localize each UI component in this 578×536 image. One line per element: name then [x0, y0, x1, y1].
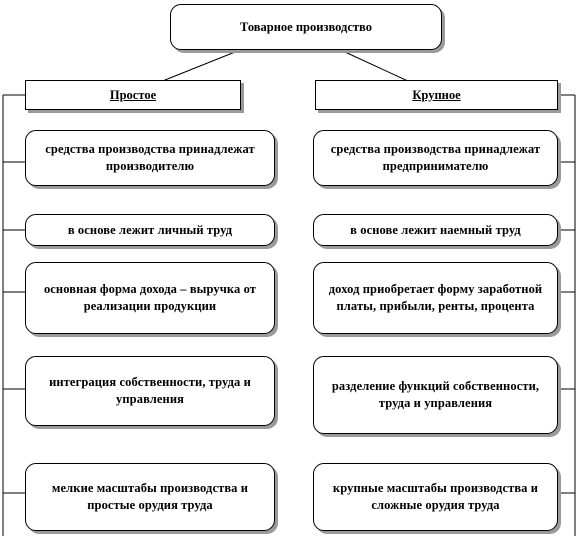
left-item-4-text: интеграция собственности, труда и управл…: [49, 375, 251, 406]
right-item-2: в основе лежит наемный труд: [313, 214, 558, 246]
left-item-3-text: основная форма дохода – выручка от реали…: [43, 282, 257, 313]
left-header-text: Простое: [109, 87, 157, 102]
right-item-1: средства производства принадлежат предпр…: [313, 130, 558, 186]
left-item-2-text: в основе лежит личный труд: [67, 222, 233, 237]
connector-title-right: [344, 51, 411, 83]
left-item-1-text: средства производства принадлежат произв…: [45, 142, 255, 173]
title-box: Товарное производство: [170, 4, 442, 50]
right-item-1-text: средства производства принадлежат предпр…: [330, 142, 541, 173]
right-item-5-text: крупные масштабы производства и сложные …: [332, 481, 539, 512]
right-header-text: Крупное: [412, 87, 461, 102]
left-header-box: Простое: [25, 80, 241, 110]
right-header-box: Крупное: [315, 80, 558, 110]
left-item-4: интеграция собственности, труда и управл…: [25, 356, 275, 426]
connector-title-left: [159, 51, 236, 83]
title-text: Товарное производство: [240, 19, 372, 34]
left-item-1: средства производства принадлежат произв…: [25, 130, 275, 186]
right-item-3: доход приобретает форму заработной платы…: [313, 262, 558, 334]
right-item-2-text: в основе лежит наемный труд: [350, 222, 521, 237]
left-item-2: в основе лежит личный труд: [25, 214, 275, 246]
left-item-5-text: мелкие масштабы производства и простые о…: [51, 481, 249, 512]
left-item-5: мелкие масштабы производства и простые о…: [25, 463, 275, 531]
right-item-4: разделение функций собственности, труда …: [313, 356, 558, 434]
right-item-5: крупные масштабы производства и сложные …: [313, 463, 558, 531]
right-item-4-text: разделение функций собственности, труда …: [331, 379, 540, 410]
right-item-3-text: доход приобретает форму заработной платы…: [328, 282, 543, 313]
left-item-3: основная форма дохода – выручка от реали…: [25, 262, 275, 334]
